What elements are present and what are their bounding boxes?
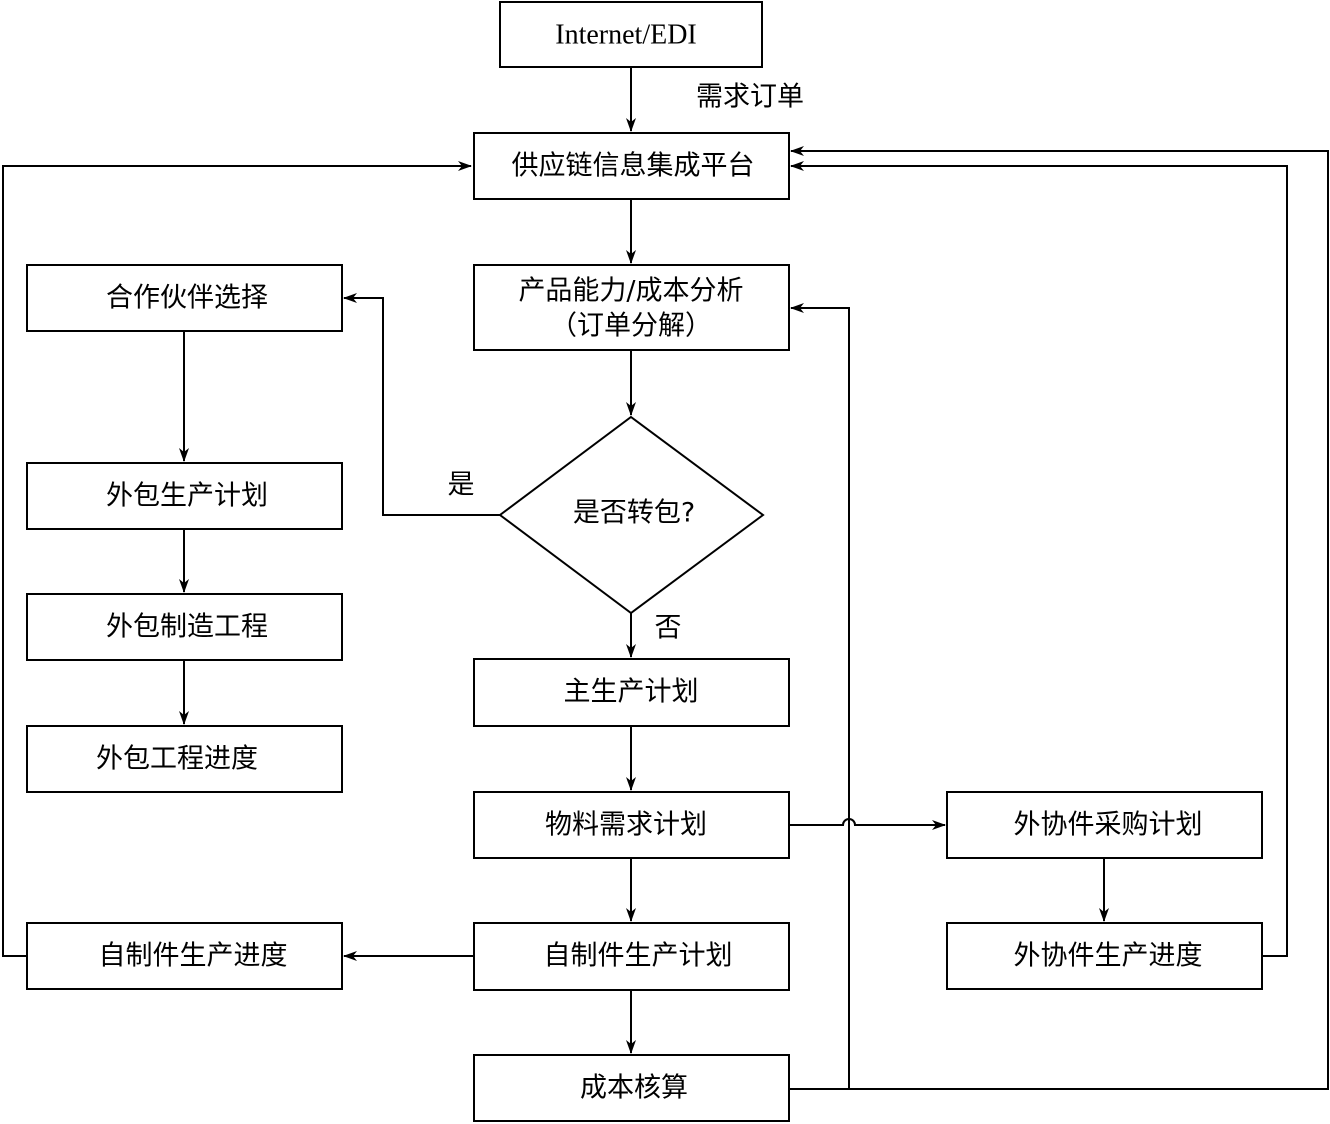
- node-self-made-production-progress-label: 自制件生产进度: [99, 941, 288, 972]
- feedback-self-made-progress-to-platform: [2, 161, 472, 957]
- node-outsource-manufacturing-label: 外包制造工程: [106, 612, 268, 643]
- node-subcontract-decision-label: 是否转包?: [573, 498, 695, 529]
- node-coop-purchase-plan: 外协件采购计划: [946, 791, 1263, 859]
- edge-label-demand-order: 需求订单: [696, 82, 804, 113]
- node-capability-cost-analysis: 产品能力/成本分析 （订单分解）: [473, 264, 790, 351]
- feedback-cost-to-analysis: [790, 303, 850, 1090]
- node-cost-accounting-label: 成本核算: [580, 1073, 688, 1104]
- connectors: [2, 67, 1329, 1090]
- node-coop-production-progress: 外协件生产进度: [946, 922, 1263, 990]
- node-capability-cost-analysis-line2: （订单分解）: [550, 311, 712, 342]
- arrow-mrp-to-coop-purchase: [790, 818, 946, 830]
- node-coop-purchase-plan-label: 外协件采购计划: [1014, 810, 1203, 841]
- node-outsource-progress-label: 外包工程进度: [96, 744, 258, 775]
- node-partner-selection: 合作伙伴选择: [26, 264, 343, 332]
- node-supply-chain-platform-label: 供应链信息集成平台: [512, 151, 755, 182]
- node-partner-selection-label: 合作伙伴选择: [106, 283, 268, 314]
- node-coop-production-progress-label: 外协件生产进度: [1014, 941, 1203, 972]
- node-cost-accounting: 成本核算: [473, 1054, 790, 1122]
- node-supply-chain-platform: 供应链信息集成平台: [473, 132, 790, 200]
- node-outsource-production-plan-label: 外包生产计划: [106, 481, 268, 512]
- edge-label-no: 否: [655, 613, 682, 644]
- node-material-requirements-plan: 物料需求计划: [473, 791, 790, 859]
- node-subcontract-decision: 是否转包?: [498, 415, 765, 615]
- node-material-requirements-plan-label: 物料需求计划: [545, 810, 707, 841]
- node-self-made-production-progress: 自制件生产进度: [26, 922, 343, 990]
- arrow-decision-yes-to-partner: [343, 293, 500, 516]
- node-internet-edi-label: Internet/EDI: [555, 20, 697, 51]
- feedback-cost-to-platform: [790, 146, 1329, 1090]
- node-self-made-production-plan-label: 自制件生产计划: [544, 941, 733, 972]
- node-internet-edi: Internet/EDI: [499, 1, 763, 68]
- feedback-coop-progress-to-platform: [790, 161, 1288, 957]
- edge-label-yes: 是: [448, 470, 475, 501]
- node-outsource-progress: 外包工程进度: [26, 725, 343, 793]
- node-master-production-plan: 主生产计划: [473, 658, 790, 727]
- node-outsource-manufacturing: 外包制造工程: [26, 593, 343, 661]
- node-self-made-production-plan: 自制件生产计划: [473, 922, 790, 991]
- node-master-production-plan-label: 主生产计划: [564, 677, 699, 708]
- node-capability-cost-analysis-line1: 产品能力/成本分析: [518, 276, 743, 307]
- node-outsource-production-plan: 外包生产计划: [26, 462, 343, 530]
